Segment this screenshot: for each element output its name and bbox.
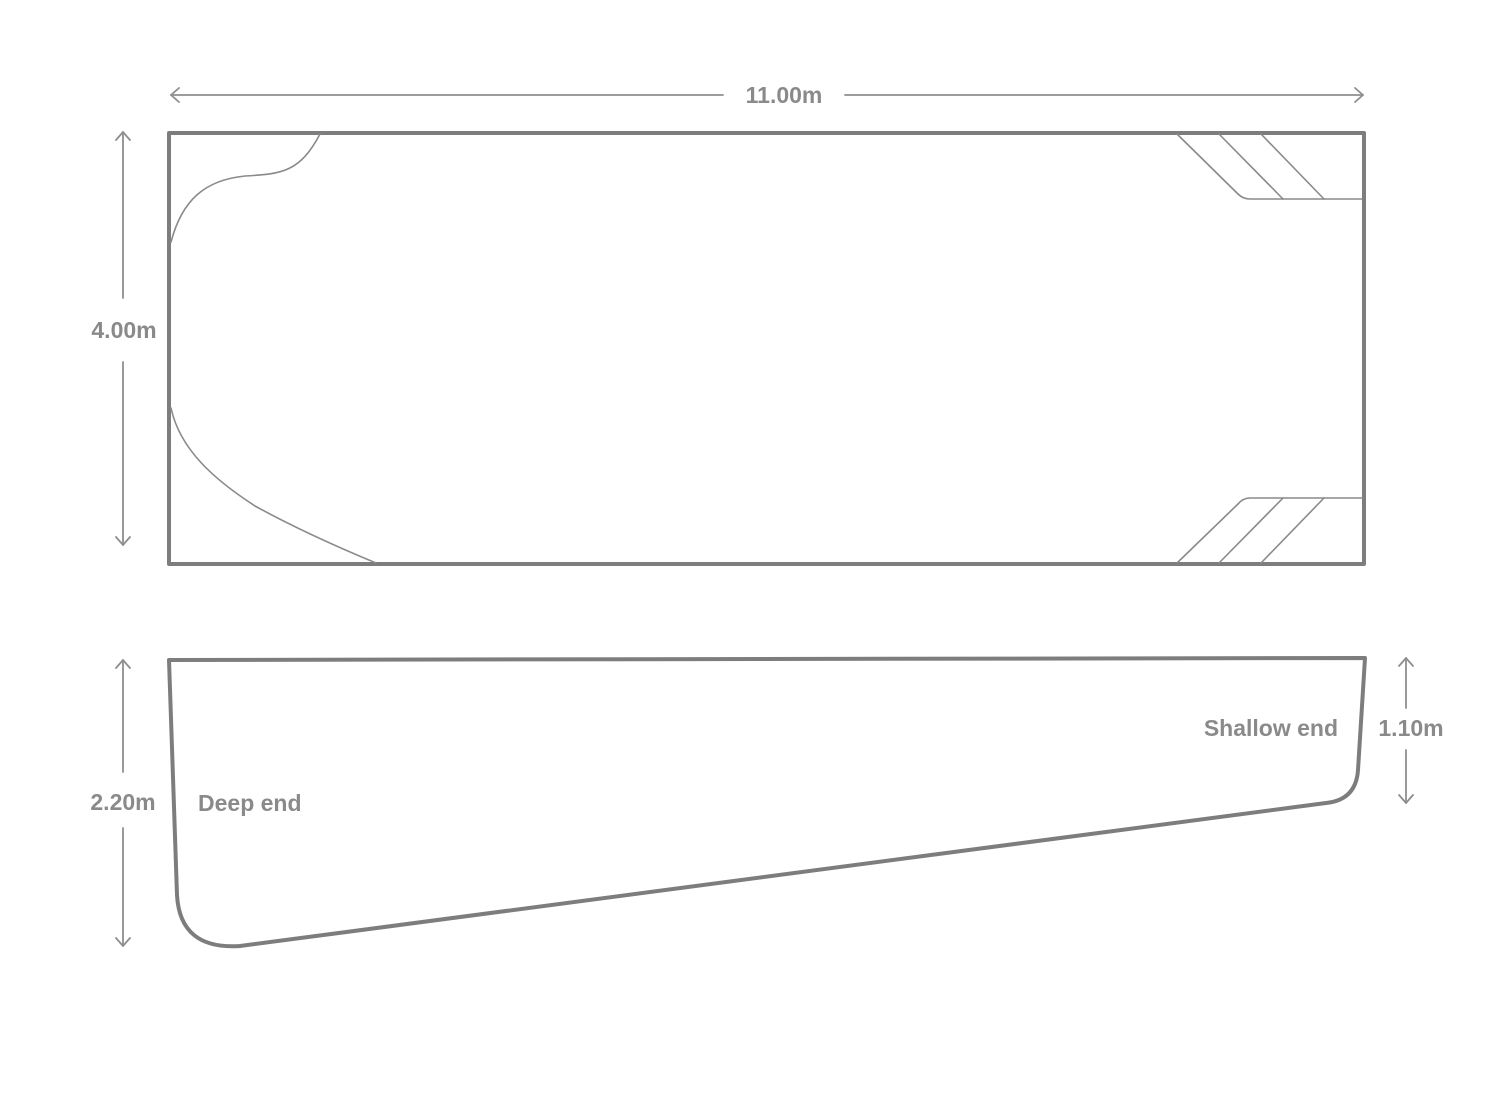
shallow-depth-dimension: 1.10m xyxy=(1378,657,1444,804)
shallow-depth-label: 1.10m xyxy=(1378,715,1443,741)
deep-depth-label: 2.20m xyxy=(90,789,155,815)
width-arrow-top xyxy=(115,131,131,141)
length-dimension: 11.00m xyxy=(170,82,1364,108)
width-arrow-bottom xyxy=(115,536,131,546)
deep-arrow-top xyxy=(115,659,131,669)
pool-section-outline xyxy=(167,656,1367,949)
plan-view: 11.00m 4.00m xyxy=(91,82,1366,566)
pool-plan-outline xyxy=(167,131,1366,566)
plan-curve-bottom-left xyxy=(170,407,377,564)
shallow-end-label: Shallow end xyxy=(1204,715,1338,741)
steps-top-right xyxy=(1176,133,1363,200)
length-arrow-right xyxy=(1354,87,1364,103)
shallow-arrow-top xyxy=(1398,657,1414,667)
deep-end-label: Deep end xyxy=(198,790,302,816)
deep-arrow-bottom xyxy=(115,937,131,947)
steps-bottom-right xyxy=(1176,497,1363,564)
deep-depth-dimension: 2.20m xyxy=(90,659,156,947)
section-view: 2.20m 1.10m Deep end Shallow end xyxy=(90,656,1444,949)
plan-curve-top-left xyxy=(170,133,321,243)
length-arrow-left xyxy=(170,87,180,103)
width-dimension: 4.00m xyxy=(91,131,157,546)
width-label: 4.00m xyxy=(91,317,156,343)
shallow-arrow-bottom xyxy=(1398,794,1414,804)
length-label: 11.00m xyxy=(746,82,823,108)
